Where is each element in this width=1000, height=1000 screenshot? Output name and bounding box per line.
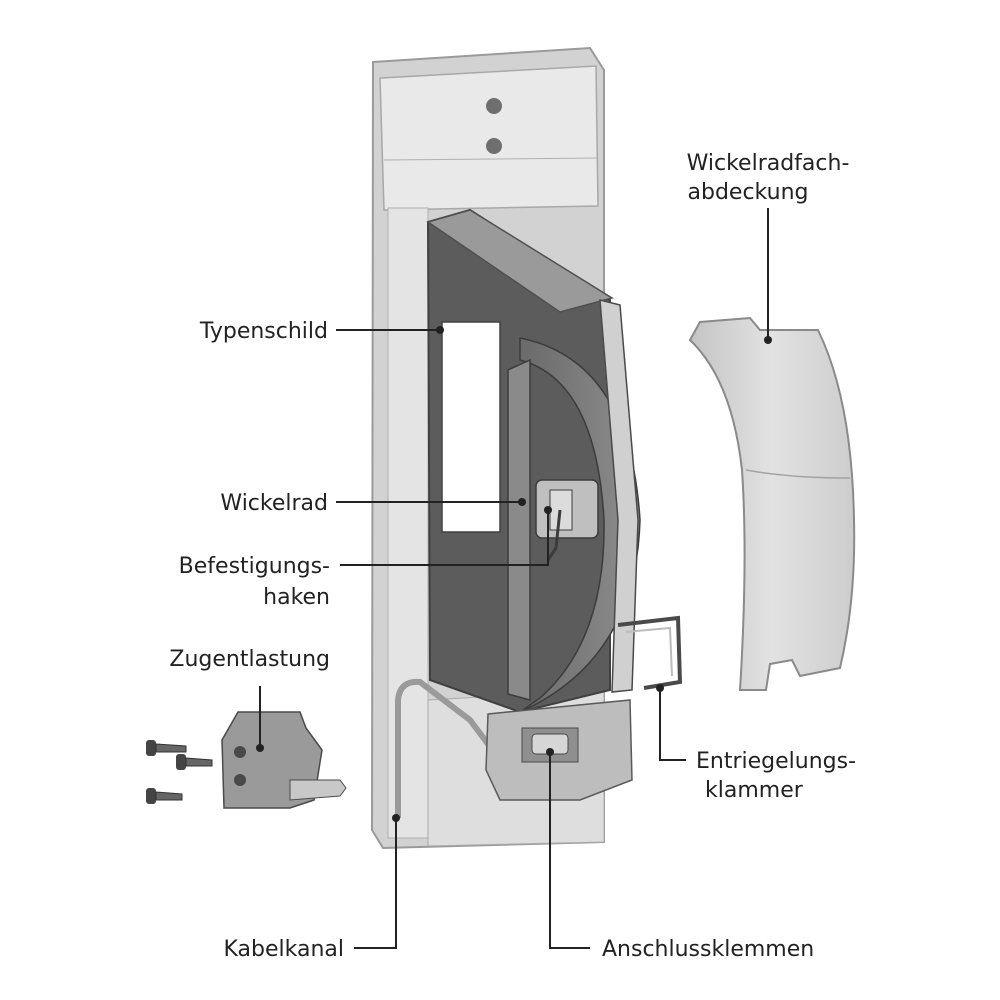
label-nameplate: Typenschild [199,319,328,344]
label-hook-line2: haken [263,585,330,610]
leader-dot [544,506,552,514]
nameplate [441,321,501,533]
mounting-hole-icon [486,138,502,154]
terminal-block [485,699,633,801]
leader-dot [256,744,264,752]
screw-icon [176,754,213,770]
leader-dot [518,498,526,506]
screws [146,740,213,804]
label-strain-relief: Zugentlastung [169,647,330,672]
screw-hole-icon [234,774,246,786]
leader-dot [764,336,772,344]
fastening-hook [546,509,562,561]
screw-icon [146,788,183,804]
leader-dot [436,326,444,334]
winding-wheel-cover [688,316,856,691]
label-release-line1: Entriegelungs- [696,749,856,774]
label-winding-wheel: Wickelrad [220,491,328,516]
leader-terminals [549,752,590,949]
winding-wheel-module [426,208,641,714]
winding-wheel-gear [507,358,531,701]
label-cover-line1: Wickelradfach- [687,151,850,176]
label-terminals: Anschlussklemmen [602,937,814,962]
label-cable-channel: Kabelkanal [223,937,344,962]
screw-icon [146,740,187,756]
label-cover-line2: abdeckung [688,180,809,205]
leader-dot [392,814,400,822]
leader-release-clip [659,688,686,761]
mounting-hole-icon [486,98,502,114]
leader-dot [656,684,664,692]
label-release-line2: klammer [705,778,804,803]
cable-channel [395,678,503,818]
label-hook-line1: Befestigungs- [179,554,330,579]
labels: Wickelradfach- abdeckung Typenschild Wic… [169,151,856,962]
screw-hole-icon [234,746,246,758]
leader-dot [546,748,554,756]
leader-hook [340,510,549,566]
leader-cable-channel [354,818,397,949]
leader-lines [256,208,772,949]
strain-relief [221,711,347,809]
